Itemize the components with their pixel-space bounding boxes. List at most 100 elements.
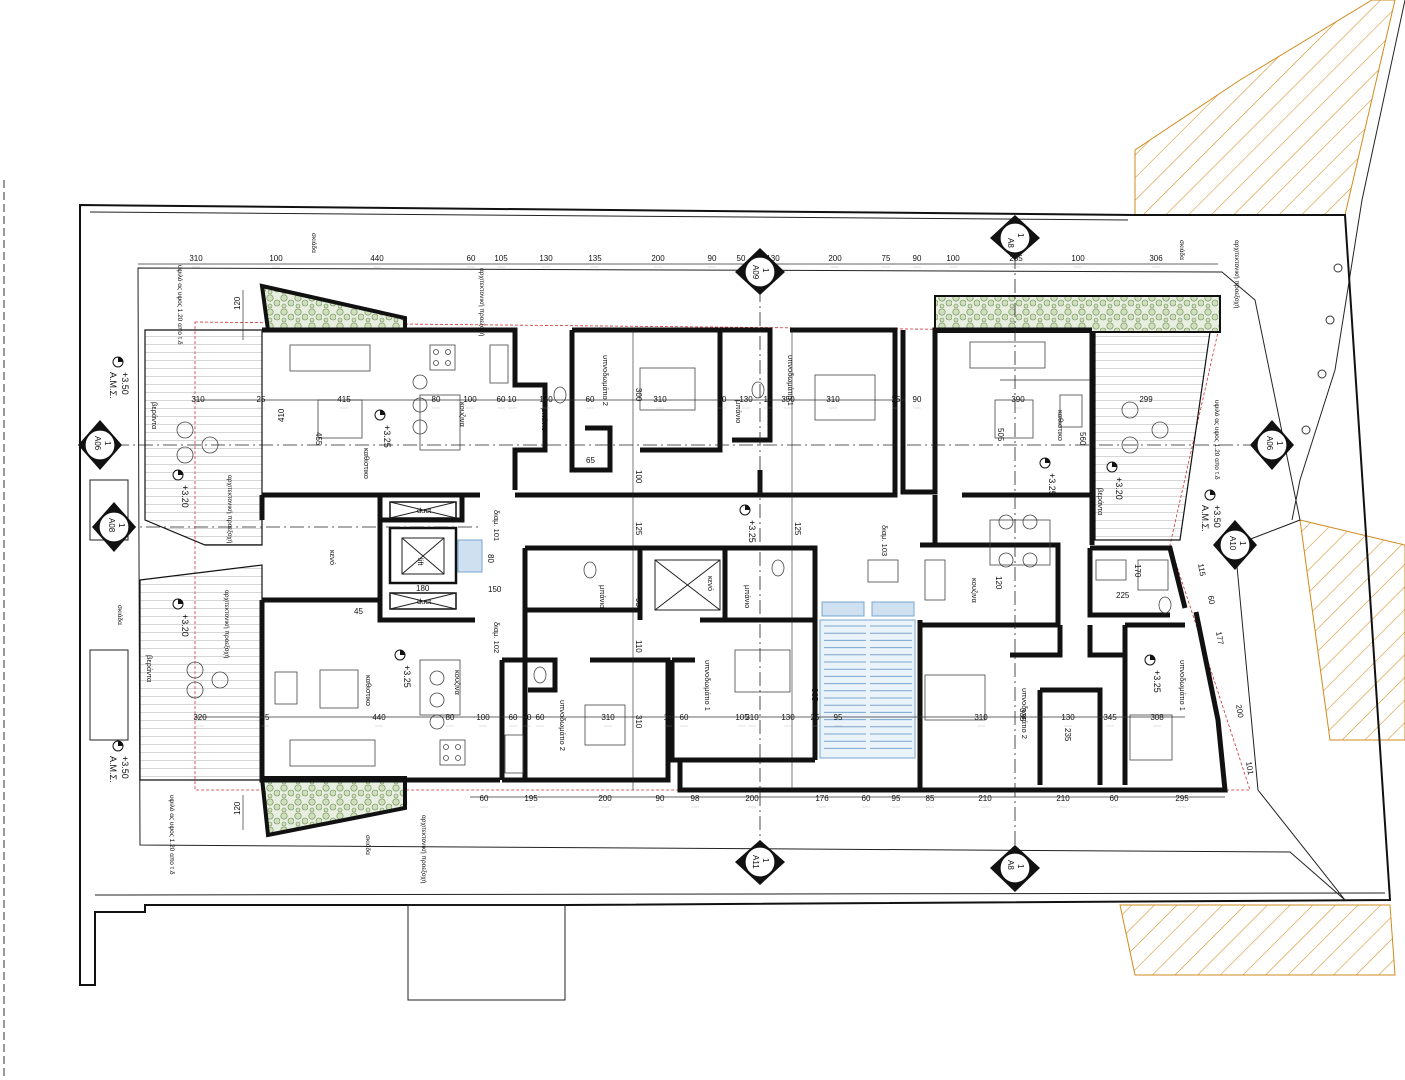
section-a8-bottom-num: 1 [1016,864,1025,869]
label-bedroom1-2: υπνοδωμάτιο 1 [1178,660,1187,711]
dim-560: 560 [1078,432,1087,446]
dim-inner-top-10: 10 [718,395,727,404]
dim-45: 45 [354,607,363,616]
note-arch-projection-4: αρχιτεκτονική προεξοχή [420,815,427,884]
dim-top-5: 130 [539,254,553,263]
setback-line [137,267,1346,901]
section-mark-a8-bottom [990,845,1040,892]
dim-bottom-9: 85 [926,794,935,803]
void-shaft [654,559,721,611]
dim-inner-top-4: 100 [463,395,477,404]
section-mark-a10 [1213,520,1257,570]
dim-top-1: 100 [269,254,283,263]
dim-top-0: 310 [189,254,203,263]
dim-top-12: 75 [882,254,891,263]
lift-shaft [388,526,458,585]
dim-505: 505 [996,428,1005,442]
dim-inner-top-18: 299 [1139,395,1153,404]
section-mark-a09 [735,248,785,295]
dim-bottom-10: 210 [978,794,992,803]
dim-170: 170 [1133,564,1142,578]
ams-left-top: Α.Μ.Σ. [108,372,118,399]
note-railing-3: υψιλό ας υψος 1.20 απο τ.δ [1213,400,1221,480]
level-325-d: +3.25 [1047,473,1057,496]
veranda-right [1094,331,1211,541]
dim-inner-top-15: 25 [892,395,901,404]
section-mark-a06-left [78,420,122,470]
dim-inner-bottom-4: 100 [476,713,490,722]
dim-inner-bottom-17: 130 [1061,713,1075,722]
dim-177: 177 [1214,631,1225,646]
dim-inner-bottom-5: 60 [509,713,518,722]
dim-inner-bottom-8: 310 [601,713,615,722]
dim-inner-top-16: 90 [913,395,922,404]
section-a10-num: 1 [1238,541,1247,546]
dim-bottom-12: 60 [1110,794,1119,803]
entrance-ramp [407,904,566,1001]
label-kitchen-1: κουζινα [458,402,467,428]
dim-150: 150 [488,585,502,594]
level-320-a: +3.20 [180,485,190,508]
site-outline [79,203,1392,986]
dim-305: 310 [634,715,643,729]
level-320-c: +3.20 [1114,477,1124,500]
dim-bottom-11: 210 [1056,794,1070,803]
label-living-3: καθιστικο [364,675,373,706]
note-sidewalk-bottom: σκιάδα [364,835,372,855]
section-a8-top-num: 1 [1016,233,1025,238]
section-mark-a08-left [92,502,136,552]
dim-inner-bottom-0: 320 [193,713,207,722]
dim-top-14: 100 [946,254,960,263]
level-325-e: +3.25 [1152,670,1162,693]
label-bedroom2-1: υπνοδωμάτιο 2 [601,355,610,406]
dim-inner-bottom-11: 105 [735,713,749,722]
note-arch-projection-5: αρχιτεκτονική προεξοχή [1233,240,1240,309]
note-sidewalk-top: σκιάδα [310,233,318,253]
dim-inner-bottom-7: 60 [536,713,545,722]
label-kitchen-3: κουζινα [453,670,462,696]
dim-100: 100 [634,470,643,484]
note-railing-1: υψιλό ας υψος 1.20 απο τ.δ [176,265,184,345]
section-a8-bottom-id: A8 [1006,860,1015,870]
dim-inner-top-5: 60 [497,395,506,404]
section-a06-left-num: 1 [103,441,112,446]
dim-inner-bottom-15: 95 [834,713,843,722]
dim-180: 180 [416,584,430,593]
label-bath-4: μπάνιο [743,585,752,608]
section-mark-a8-top [990,215,1040,260]
dim-top-8: 90 [708,254,717,263]
dim-bottom-4: 98 [691,794,700,803]
level-325-b: +3.25 [402,665,412,688]
neighbour-plot-bottom-right [1119,904,1396,976]
label-lift: lift [416,558,425,566]
dim-225: 225 [1116,591,1130,600]
dim-inner-bottom-10: 60 [680,713,689,722]
boundary-marker [1333,263,1343,273]
dim-bottom-5: 200 [745,794,759,803]
dim-top-3: 60 [467,254,476,263]
dim-top-13: 90 [913,254,922,263]
label-duct-bottom: duct [417,597,432,606]
dim-inner-top-17: 390 [1011,395,1025,404]
dim-235: 235 [1063,728,1072,742]
dim-80: 80 [486,554,495,563]
plot-boundary-right [1291,0,1405,521]
section-a09-id: A09 [751,265,760,280]
label-void: κενό [328,550,337,565]
ams-left-bottom: Α.Μ.Σ. [108,756,118,783]
dim-inner-top-6: 10 [508,395,517,404]
label-bedroom2-3: υπνοδωμάτιο 2 [558,700,567,751]
dim-110: 110 [634,640,643,653]
dim-115: 115 [1196,563,1207,578]
label-bedroom1-1: υπνοδωμάτιο 1 [786,355,795,406]
dim-bottom-2: 200 [598,794,612,803]
dim-inner-bottom-6: 10 [523,713,532,722]
level-325-a: +3.25 [382,425,392,448]
dim-inner-bottom-3: 80 [446,713,455,722]
dim-inner-bottom-9: 10 [664,713,673,722]
section-a06-right-num: 1 [1275,441,1284,446]
dim-95: 95 [634,598,643,607]
level-350-left-bottom: +3.50 [120,756,130,779]
lift-landing [457,539,483,573]
